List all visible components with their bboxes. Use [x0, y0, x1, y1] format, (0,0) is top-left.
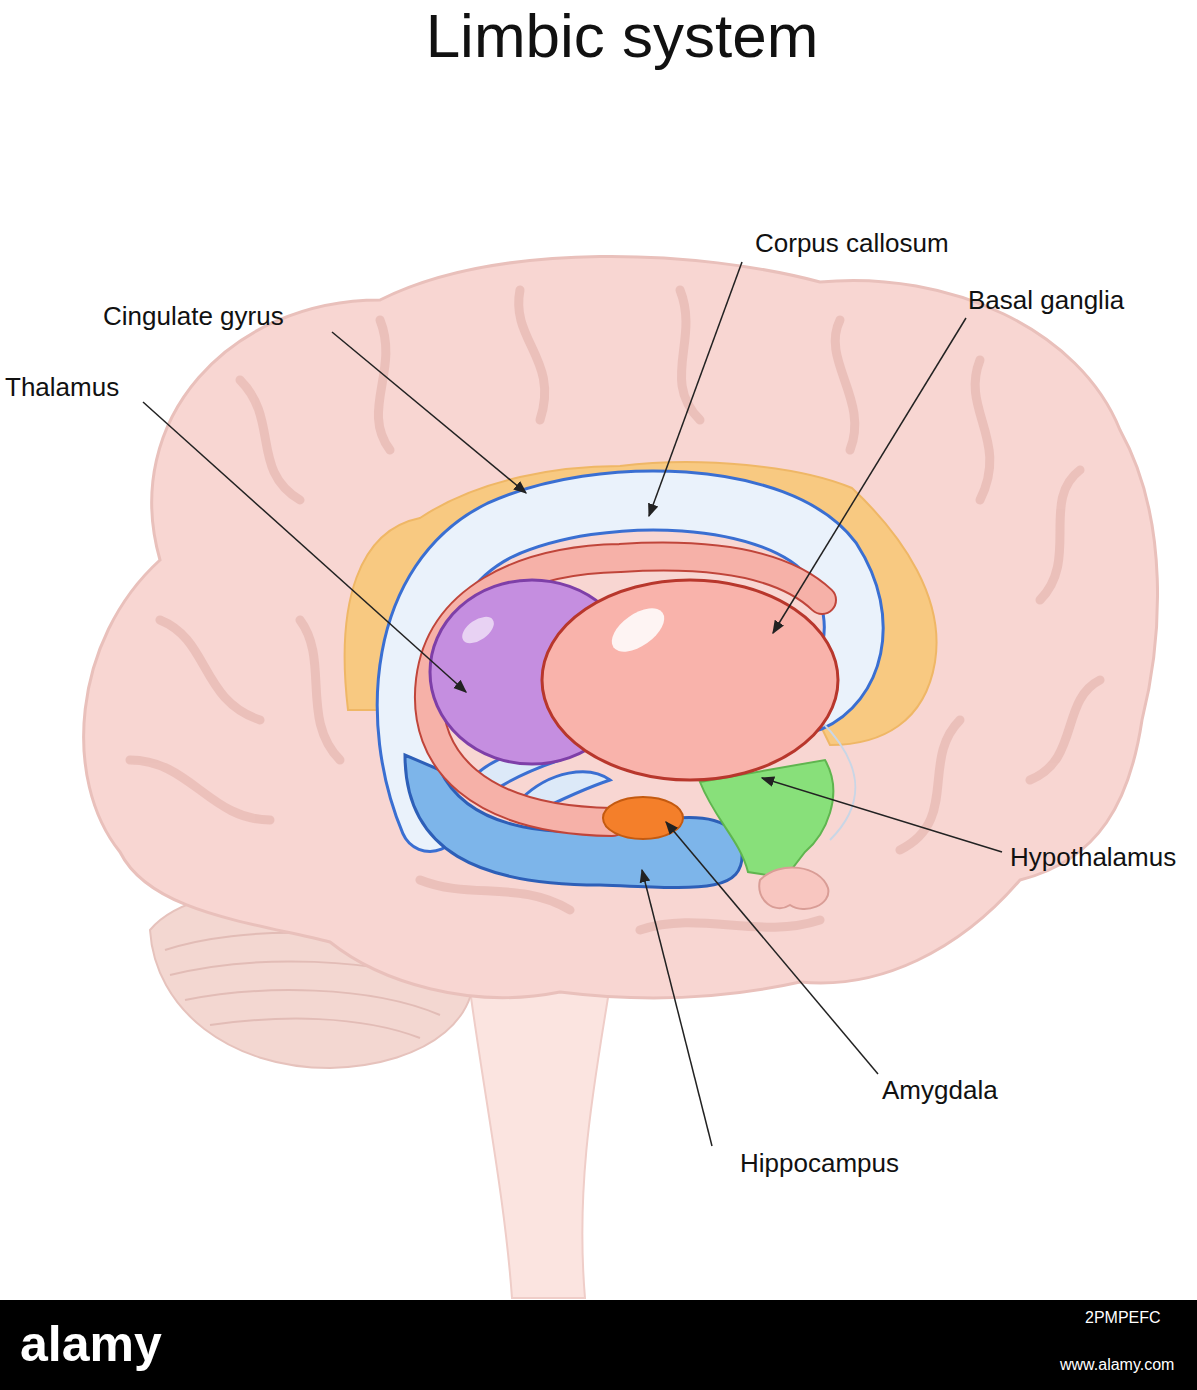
part-label: Basal ganglia: [968, 286, 1124, 315]
watermark-logo: alamy: [20, 1317, 162, 1372]
watermark-url: www.alamy.com: [1060, 1356, 1174, 1374]
image-id: 2PMPEFC: [1085, 1309, 1161, 1327]
part-label: Hypothalamus: [1010, 843, 1176, 872]
diagram-title: Limbic system: [426, 2, 819, 70]
part-label: Hippocampus: [740, 1149, 899, 1178]
part-label: Corpus callosum: [755, 229, 949, 258]
part-label: Amygdala: [882, 1076, 998, 1105]
part-label: Thalamus: [5, 373, 119, 402]
part-label: Cingulate gyrus: [103, 302, 284, 331]
